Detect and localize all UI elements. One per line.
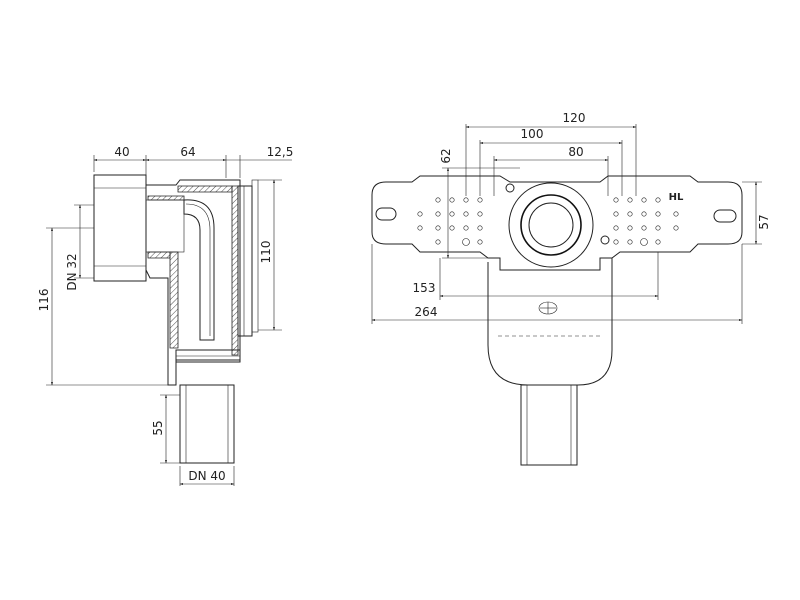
dim-80: 80 [568,145,583,159]
inlet-ring [505,182,610,268]
dim-110-label: 110 [259,241,273,264]
dim-dn40-label: DN 40 [188,469,225,483]
dim-dn32-label: DN 32 [65,253,79,290]
inlet-pipe [93,174,147,282]
dim-55: 55 [151,394,180,464]
dim-62: 62 [439,148,520,259]
dim-153: 153 [413,252,659,300]
dim-120: 120 [563,111,586,125]
mount-slot-right [713,209,737,223]
dim-40: 40 [114,145,129,159]
dim-62-label: 62 [439,148,453,163]
siphon-body [145,179,259,386]
dim-64: 64 [180,145,195,159]
dim-top-widths: 40 64 12,5 [93,145,294,178]
hl-mark: HL [669,192,684,203]
dim-dn32: DN 32 [65,204,94,291]
mounting-plate: HL [371,175,743,271]
dim-dn40: DN 40 [179,466,235,486]
mount-slot-left [375,207,397,221]
dim-57: 57 [742,181,771,245]
dim-12-5: 12,5 [267,145,294,159]
front-siphon-body [487,258,613,386]
dim-116: 116 [37,227,168,386]
side-view: 40 64 12,5 110 DN 32 116 [37,145,293,486]
dim-front-widths: 120 100 80 [465,111,637,196]
front-view: HL 120 [371,111,771,466]
dim-100: 100 [521,127,544,141]
outlet-pipe [179,384,235,464]
hole-grid [417,197,679,246]
dim-264: 264 [371,244,743,324]
dim-110: 110 [258,179,282,331]
dim-57-label: 57 [757,214,771,229]
dim-116-label: 116 [37,289,51,312]
front-outlet-pipe [520,384,578,466]
dim-55-label: 55 [151,420,165,435]
dim-264-label: 264 [415,305,438,319]
dim-153-label: 153 [413,281,436,295]
